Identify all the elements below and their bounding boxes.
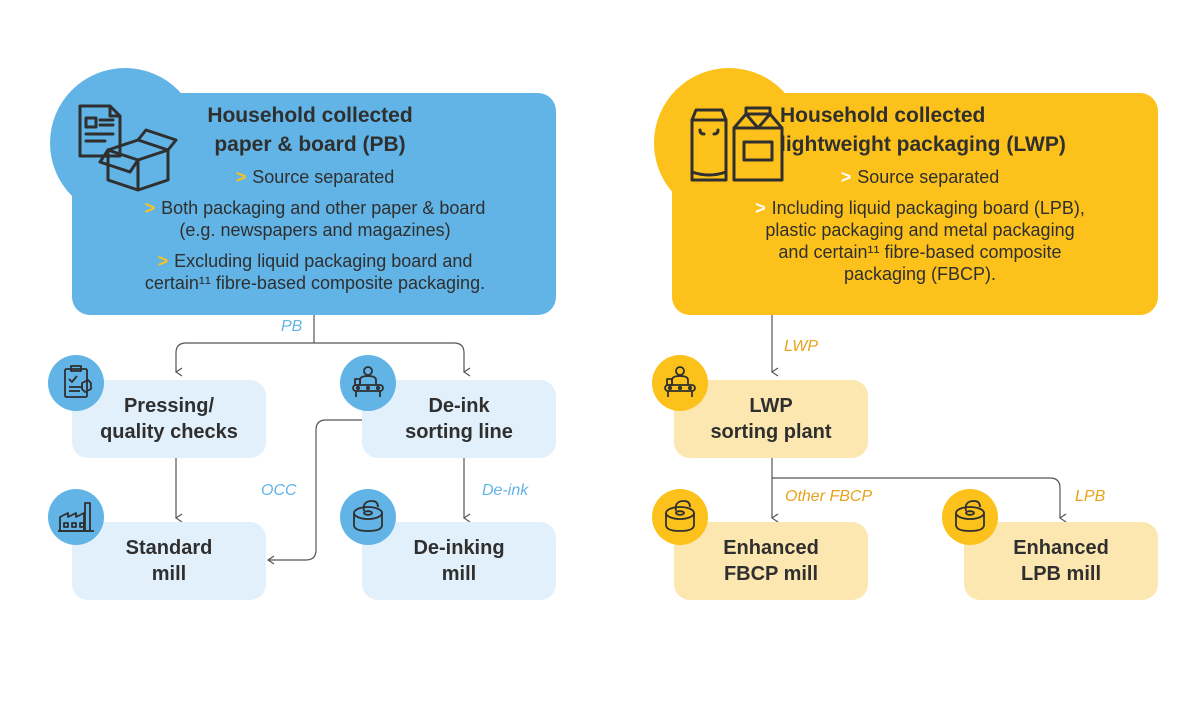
pb-bullet-text: Both packaging and other paper & board — [161, 198, 486, 218]
pb-header-title: Household collected paper & board (PB) — [160, 101, 460, 159]
lwp-bullet-text: Source separated — [857, 167, 1000, 187]
conveyor-worker-icon — [352, 366, 384, 397]
lwp-title-line2: lightweight packaging (LWP) — [780, 133, 1066, 156]
bullet-arrow-icon: > — [144, 198, 156, 218]
lwp-edge-label: LWP — [784, 338, 819, 355]
sorting-line-icon-circle — [340, 355, 396, 411]
pb-bullet-text: (e.g. newspapers and magazines) — [179, 220, 451, 240]
paper-box-icon — [78, 104, 178, 192]
bullet-arrow-icon: > — [840, 167, 852, 187]
bullet-arrow-icon: > — [235, 167, 247, 187]
pb-bullet-text: Source separated — [252, 167, 395, 187]
pb-bullet: >Excluding liquid packaging board and ce… — [80, 250, 550, 294]
bullet-arrow-icon: > — [755, 198, 766, 218]
lwp-bullet-list: >Source separated >Including liquid pack… — [700, 166, 1140, 294]
lpb-edge-label: LPB — [1075, 488, 1106, 505]
lwp-bullet-text: plastic packaging and metal packaging — [765, 220, 1075, 240]
lwp-header-title: Household collected lightweight packagin… — [780, 101, 1140, 159]
lwp-bullet-text: packaging (FBCP). — [843, 264, 997, 284]
sorting-plant-icon-circle — [652, 355, 708, 411]
bullet-arrow-icon: > — [157, 251, 169, 271]
node-label: LWP — [749, 395, 793, 417]
lwp-bullet-text: and certain¹¹ fibre-based composite — [778, 242, 1062, 262]
pb-bullet-text: Excluding liquid packaging board and — [174, 251, 473, 271]
paper-roll-icon-circle — [340, 489, 396, 545]
node-label: LPB mill — [1020, 563, 1101, 585]
lwp-bullet: >Including liquid packaging board (LPB),… — [700, 197, 1140, 285]
other-fbcp-edge-label: Other FBCP — [785, 488, 873, 505]
lwp-bullet: >Source separated — [700, 166, 1140, 188]
factory-icon — [58, 502, 94, 532]
enhanced-lpb-mill-node: Enhanced LPB mill — [964, 522, 1158, 600]
deink-edge-label: De-ink — [482, 482, 529, 499]
node-label: mill — [441, 563, 477, 585]
pb-bullet: >Source separated — [80, 166, 550, 188]
paper-roll-icon — [665, 500, 695, 532]
pb-bullet: >Both packaging and other paper & board … — [80, 197, 550, 241]
lpb-roll-icon-circle — [942, 489, 998, 545]
clipboard-check-icon — [64, 365, 92, 398]
pressing-quality-checks-node: Pressing/ quality checks — [72, 380, 266, 458]
node-label: Enhanced — [723, 537, 819, 559]
quality-check-icon-circle — [48, 355, 104, 411]
paper-roll-icon — [353, 500, 383, 532]
node-label: De-inking — [413, 537, 505, 559]
bag-carton-icon — [690, 106, 784, 182]
node-label: Enhanced — [1013, 537, 1109, 559]
standard-mill-node: Standard mill — [72, 522, 266, 600]
paper-roll-icon — [955, 500, 985, 532]
node-label: Pressing/ — [123, 395, 215, 417]
enhanced-fbcp-mill-node: Enhanced FBCP mill — [674, 522, 868, 600]
occ-edge-label: OCC — [261, 482, 297, 499]
pb-title-line1: Household collected — [207, 104, 413, 127]
pb-bullet-list: >Source separated >Both packaging and ot… — [80, 166, 550, 303]
node-label: sorting plant — [710, 421, 832, 443]
node-label: quality checks — [100, 421, 238, 443]
lwp-header-icon-circle — [654, 68, 804, 218]
lwp-sorting-plant-node: LWP sorting plant — [674, 380, 868, 458]
pb-edge-label: PB — [281, 318, 303, 335]
pb-title-line2: paper & board (PB) — [214, 133, 406, 156]
node-label: mill — [151, 563, 187, 585]
pb-header-icon-circle — [50, 68, 200, 218]
node-label: De-ink — [428, 395, 490, 417]
lwp-bullet-text: Including liquid packaging board (LPB), — [771, 198, 1085, 218]
factory-icon-circle — [48, 489, 104, 545]
deinking-mill-node: De-inking mill — [362, 522, 556, 600]
lwp-title-line1: Household collected — [780, 104, 986, 127]
pb-bullet-text: certain¹¹ fibre-based composite packagin… — [144, 273, 486, 293]
conveyor-worker-icon — [664, 366, 696, 397]
node-label: sorting line — [405, 421, 513, 443]
fbcp-roll-icon-circle — [652, 489, 708, 545]
node-label: Standard — [125, 537, 213, 559]
deink-sorting-line-node: De-ink sorting line — [362, 380, 556, 458]
node-label: FBCP mill — [723, 563, 819, 585]
